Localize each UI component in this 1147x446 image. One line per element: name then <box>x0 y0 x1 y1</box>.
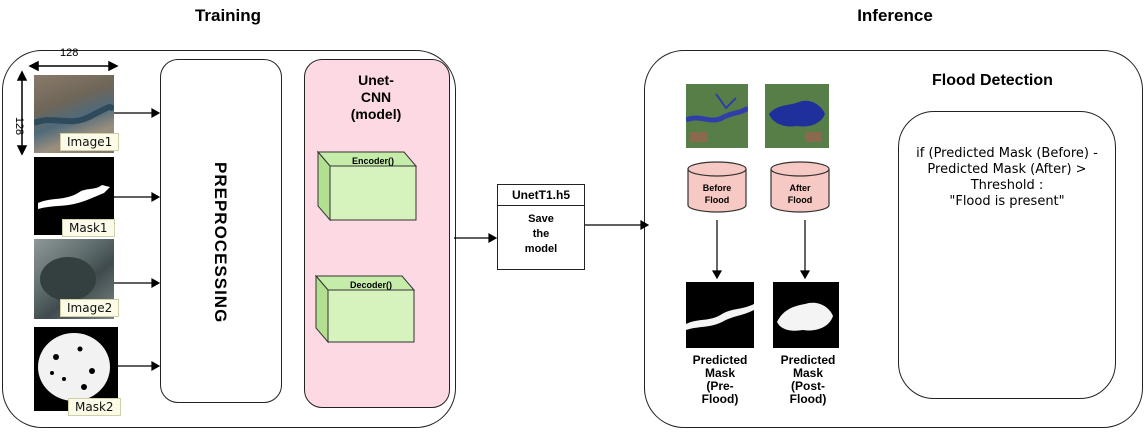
preprocessing-box <box>160 59 282 403</box>
save-model-divider <box>497 205 585 206</box>
before-flood-satellite-image <box>686 84 748 148</box>
input-arrows <box>114 107 161 372</box>
image1-label: Image1 <box>60 133 120 151</box>
before-flood-db-label: Before Flood <box>702 183 732 205</box>
mask-blob-icon <box>777 302 833 331</box>
river-icon <box>686 84 748 148</box>
mask1-label: Mask1 <box>62 219 115 237</box>
after-flood-db-label: After Flood <box>787 183 813 205</box>
predicted-mask-pre-flood <box>686 282 754 348</box>
image2-label: Image2 <box>60 299 120 317</box>
width-dimension-arrow <box>28 60 119 72</box>
mask-blob-icon <box>38 333 110 401</box>
model-box <box>304 59 450 408</box>
save-model-box <box>497 184 585 270</box>
flood-detection-title: Flood Detection <box>932 72 1053 89</box>
training-title: Training <box>194 6 262 25</box>
flood-detection-rule: if (Predicted Mask (Before) - Predicted … <box>916 146 1098 209</box>
model-title: Unet- CNN (model) <box>350 72 402 122</box>
decoder-label: Decoder() <box>349 280 392 290</box>
after-flood-database <box>770 161 830 213</box>
mask2-label: Mask2 <box>68 398 121 416</box>
before-flood-database <box>687 161 747 213</box>
predicted-mask-post-label: Predicted Mask (Post- Flood) <box>780 353 836 406</box>
save-model-filename: UnetT1.h5 <box>511 188 570 202</box>
save-model-text: Save the model <box>524 213 558 255</box>
terrain-icon <box>40 257 96 301</box>
predicted-mask-post-flood <box>773 282 839 348</box>
training-to-save-arrow <box>454 232 498 244</box>
after-flood-satellite-image <box>765 84 829 148</box>
mask2-thumbnail <box>34 327 118 411</box>
width-dimension-label: 128 <box>60 47 79 59</box>
flood-water-icon <box>765 84 829 148</box>
prediction-arrows <box>711 220 811 280</box>
encoder-label: Encoder() <box>351 156 394 166</box>
mask-shape-icon <box>38 185 110 209</box>
predicted-mask-pre-label: Predicted Mask (Pre- Flood) <box>692 353 748 406</box>
river-icon <box>34 104 114 126</box>
mask-shape-icon <box>686 304 754 330</box>
decoder-cube <box>314 274 416 344</box>
flood-detection-rule-box <box>898 111 1116 399</box>
save-to-inference-arrow <box>584 219 650 231</box>
height-dimension-arrow <box>16 70 28 156</box>
encoder-cube <box>316 150 418 222</box>
inference-title: Inference <box>857 6 933 25</box>
